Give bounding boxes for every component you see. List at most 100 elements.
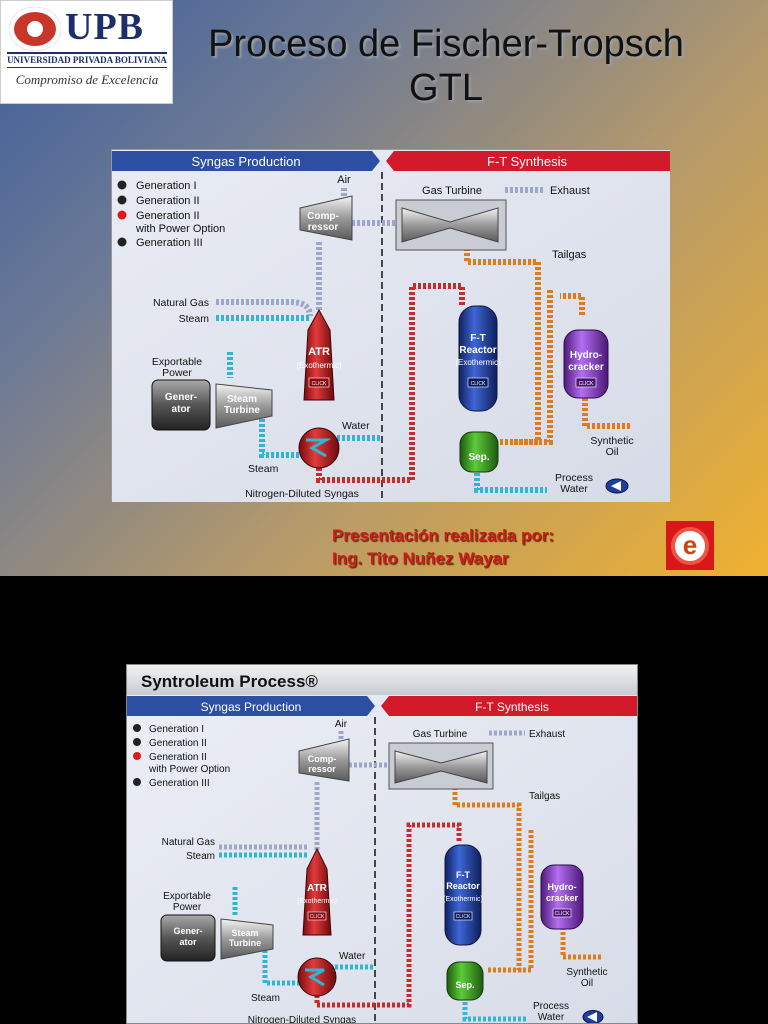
gas-turbine-label-2: Gas Turbine xyxy=(413,729,468,740)
generator-icon[interactable] xyxy=(151,379,211,431)
ft-reactor-click-button[interactable] xyxy=(467,377,489,388)
syngas-label-2: Nitrogen-Diluted Syngas xyxy=(248,1015,356,1024)
generation-i-radio-2[interactable] xyxy=(133,724,141,732)
ft-synthesis-label-2: F-T Synthesis xyxy=(475,700,549,714)
generation-iii-radio[interactable] xyxy=(117,237,127,247)
syngas-production-header-2[interactable] xyxy=(127,696,375,716)
logo-divider xyxy=(7,52,167,54)
ft-reactor-click-button-2[interactable] xyxy=(453,911,473,921)
hydrocracker-feed-pipe xyxy=(512,290,553,445)
steam-loop-pipe xyxy=(227,352,314,458)
ft-synthesis-label: F-T Synthesis xyxy=(487,154,567,169)
synthetic-oil-label: Synthetic xyxy=(590,435,633,447)
steam-turbine-icon[interactable] xyxy=(215,383,273,429)
synthetic-oil-label-b: Synthetic xyxy=(566,967,607,978)
compressor-icon-2[interactable] xyxy=(298,738,350,782)
generation-iii-label-2[interactable]: Generation III xyxy=(149,778,210,789)
generation-iii-label[interactable]: Generation III xyxy=(136,237,203,249)
synthetic-oil-pipe-2 xyxy=(560,927,603,960)
generation-ii-power-radio[interactable] xyxy=(117,210,127,220)
slide-title-line2: GTL xyxy=(409,67,483,109)
compressor-label-b: Comp- xyxy=(308,754,337,764)
generator-label-b: Gener- xyxy=(173,926,202,936)
water-label-2: Water xyxy=(339,951,366,962)
compressor-icon[interactable] xyxy=(299,195,353,241)
generation-ii-power-label[interactable]: Generation II xyxy=(136,210,200,222)
generation-ii-power-label-2[interactable]: with Power Option xyxy=(135,223,225,235)
gas-turbine-label: Gas Turbine xyxy=(422,185,482,197)
process-diagram: Syngas Production F-T Synthesis Generati… xyxy=(111,149,670,502)
atr-sub-label-2: (Exothermic) xyxy=(297,898,337,905)
steam-turbine-icon-2[interactable] xyxy=(220,918,274,960)
generation-ii-label[interactable]: Generation II xyxy=(136,195,200,207)
synthetic-oil-label-2: Oil xyxy=(606,446,619,458)
e-nav-button[interactable]: e xyxy=(666,521,714,570)
hydrocracker-feed-pipe-2 xyxy=(499,830,534,973)
back-button[interactable] xyxy=(605,478,629,494)
upb-logo: UPB UNIVERSIDAD PRIVADA BOLIVIANA Compro… xyxy=(0,0,173,104)
syngas-production-label: Syngas Production xyxy=(191,154,300,169)
ft-synthesis-header[interactable] xyxy=(386,151,670,171)
atr-click-button[interactable] xyxy=(308,377,330,388)
gas-turbine-icon[interactable] xyxy=(401,207,499,243)
exhaust-label: Exhaust xyxy=(550,185,590,197)
air-label: Air xyxy=(337,174,351,186)
generation-i-label[interactable]: Generation I xyxy=(136,180,197,192)
gas-turbine-icon-2[interactable] xyxy=(394,750,488,784)
generation-i-radio[interactable] xyxy=(117,180,127,190)
presenter-block: Presentación realizada por: Ing. Tito Nu… xyxy=(332,524,554,570)
generation-ii-power-radio-2[interactable] xyxy=(133,752,141,760)
generator-icon-2[interactable] xyxy=(160,914,216,962)
generation-ii-radio-2[interactable] xyxy=(133,738,141,746)
atr-sub-label: (Exothermic) xyxy=(296,361,342,370)
generation-options: Generation I Generation II Generation II… xyxy=(117,180,225,249)
presenter-name: Ing. Tito Nuñez Wayar xyxy=(332,549,509,568)
hydrocracker-top-pipe xyxy=(560,293,585,315)
tailgas-label-2: Tailgas xyxy=(529,791,560,802)
air-label-2: Air xyxy=(335,719,348,730)
process-title-bar xyxy=(127,665,637,695)
ft-reactor-click-label-2: CLICK xyxy=(456,914,471,920)
steam-out-label: Steam xyxy=(248,463,279,475)
atr-label: ATR xyxy=(308,346,330,358)
syngas-production-header[interactable] xyxy=(112,151,380,171)
atr-click-label: CLICK xyxy=(312,381,327,387)
generation-ii-power-label-b[interactable]: Generation II xyxy=(149,752,207,763)
hydrocracker-icon-2[interactable] xyxy=(540,864,584,930)
ft-synthesis-header-2[interactable] xyxy=(381,696,638,716)
atr-label-2: ATR xyxy=(307,883,328,894)
back-arrow-icon xyxy=(611,481,621,491)
generation-ii-label-2[interactable]: Generation II xyxy=(149,738,207,749)
generation-i-label-2[interactable]: Generation I xyxy=(149,724,204,735)
hydrocracker-icon[interactable] xyxy=(563,329,609,399)
ft-reactor-label: F-T xyxy=(470,333,486,344)
syngas-pipe-2 xyxy=(314,822,462,1008)
syngas-label: Nitrogen-Diluted Syngas xyxy=(245,488,359,500)
hydrocracker-label-b2: cracker xyxy=(546,893,579,903)
hydrocracker-click-button[interactable] xyxy=(575,377,597,388)
compressor-label-b2: ressor xyxy=(308,764,336,774)
exhaust-label-2: Exhaust xyxy=(529,729,565,740)
steam-turbine-label-b2: Turbine xyxy=(229,938,261,948)
exportable-power-label-b2: Power xyxy=(173,902,202,913)
generation-ii-power-label-b2[interactable]: with Power Option xyxy=(148,764,230,775)
back-button-2[interactable] xyxy=(582,1010,604,1024)
atr-reactor-icon[interactable] xyxy=(303,308,335,401)
process-water-label-2: Water xyxy=(560,483,588,495)
separator-label-2: Sep. xyxy=(455,980,474,990)
atr-click-label-2: CLICK xyxy=(310,914,325,920)
separator-icon-2[interactable] xyxy=(446,961,484,1001)
e-ring-icon xyxy=(671,527,709,565)
generation-ii-radio[interactable] xyxy=(117,195,127,205)
process-water-label-b: Process xyxy=(533,1001,569,1012)
hydrocracker-label-2: cracker xyxy=(568,362,604,373)
generator-label: Gener- xyxy=(165,392,197,403)
hydrocracker-click-label: CLICK xyxy=(579,381,594,387)
hydrocracker-click-button-2[interactable] xyxy=(552,908,572,918)
logo-motto: Compromiso de Excelencia xyxy=(15,72,159,87)
atr-click-button-2[interactable] xyxy=(307,911,327,921)
separator-icon[interactable] xyxy=(459,431,499,473)
generation-iii-radio-2[interactable] xyxy=(133,778,141,786)
ft-reactor-icon-2[interactable] xyxy=(444,844,482,946)
slide: UPB UNIVERSIDAD PRIVADA BOLIVIANA Compro… xyxy=(0,0,768,576)
